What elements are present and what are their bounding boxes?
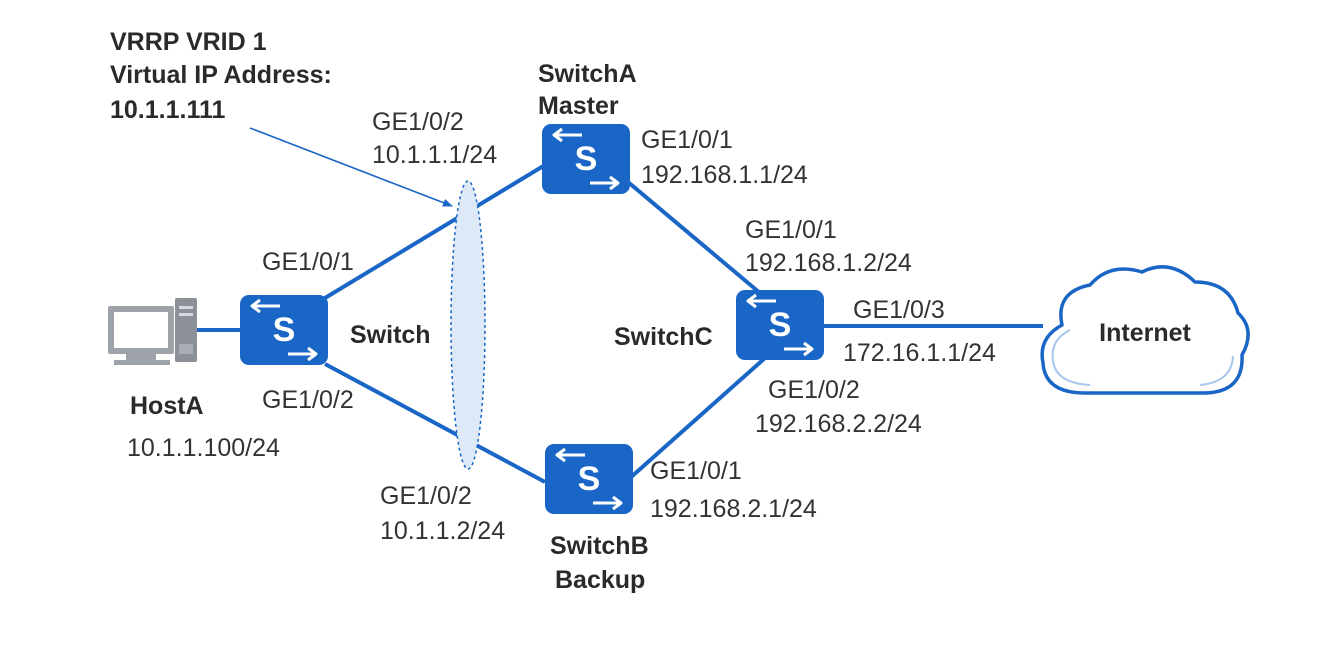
switcha-right-port-label: GE1/0/1 xyxy=(641,126,733,154)
switcha-right-ip-label: 192.168.1.1/24 xyxy=(641,161,808,189)
switchc-name-label: SwitchC xyxy=(614,323,713,351)
switcha-left-port-label: GE1/0/2 xyxy=(372,108,464,136)
switchc-bottom-ip-label: 192.168.2.2/24 xyxy=(755,410,922,438)
switch-icon: S xyxy=(240,295,328,365)
switchc-top-port-label: GE1/0/1 xyxy=(745,216,837,244)
switchc-right-port-label: GE1/0/3 xyxy=(853,296,945,324)
switchb-left-ip-label: 10.1.1.2/24 xyxy=(380,517,505,545)
switcha-left-ip-label: 10.1.1.1/24 xyxy=(372,141,497,169)
switch-icon: S xyxy=(545,444,633,514)
switch-name-label: Switch xyxy=(350,321,431,349)
switchb-left-port-label: GE1/0/2 xyxy=(380,482,472,510)
computer-icon xyxy=(108,298,197,365)
switch-icon: S xyxy=(542,124,630,194)
switch-port-down-label: GE1/0/2 xyxy=(262,386,354,414)
switchb-name-label: SwitchB xyxy=(550,532,649,560)
cloud-icon xyxy=(1040,265,1250,395)
switchc-right-ip-label: 172.16.1.1/24 xyxy=(843,339,996,367)
switchb-right-ip-label: 192.168.2.1/24 xyxy=(650,495,817,523)
svg-text:S: S xyxy=(578,460,601,498)
host-ip-label: 10.1.1.100/24 xyxy=(127,434,280,462)
svg-text:S: S xyxy=(769,306,792,344)
vrrp-group-ellipse xyxy=(450,180,486,470)
link-switch-switcha xyxy=(323,163,547,300)
svg-text:S: S xyxy=(273,311,296,349)
link-switcha-switchc xyxy=(626,180,762,295)
virtual-ip-value: 10.1.1.111 xyxy=(110,96,226,124)
links xyxy=(196,163,1043,484)
switchc-top-ip-label: 192.168.1.2/24 xyxy=(745,249,912,277)
switchb-role-label: Backup xyxy=(555,566,645,594)
link-switchb-switchc xyxy=(628,356,767,480)
link-switch-switchb xyxy=(324,362,546,484)
switcha-role-label: Master xyxy=(538,92,619,120)
host-name-label: HostA xyxy=(130,392,204,420)
switch-icon: S xyxy=(736,290,824,360)
switchc-bottom-port-label: GE1/0/2 xyxy=(768,376,860,404)
svg-text:S: S xyxy=(575,140,598,178)
virtual-ip-heading: Virtual IP Address: xyxy=(110,61,332,89)
switch-port-up-label: GE1/0/1 xyxy=(262,248,354,276)
switchb-right-port-label: GE1/0/1 xyxy=(650,457,742,485)
switcha-name-label: SwitchA xyxy=(538,60,637,88)
internet-label: Internet xyxy=(1099,319,1191,347)
vrrp-pointer-arrow xyxy=(249,127,453,207)
vrrp-vrid-label: VRRP VRID 1 xyxy=(110,28,267,56)
